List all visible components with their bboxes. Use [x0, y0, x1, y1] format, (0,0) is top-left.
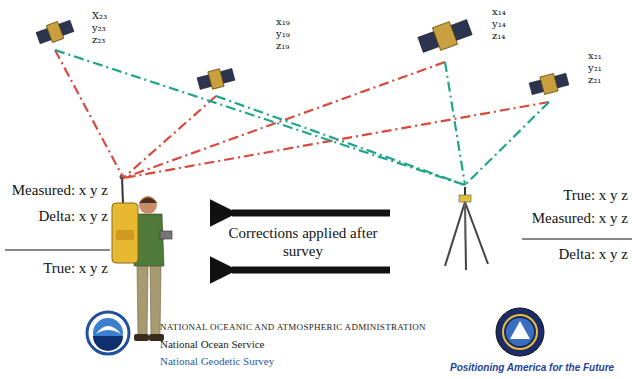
correction-arrow [232, 210, 390, 217]
arrow-caption: Corrections applied after survey [228, 224, 378, 260]
satellite-icon-part [540, 73, 558, 94]
ngs-logo-part [510, 321, 530, 339]
position-reading: Measured: x y z [518, 210, 628, 226]
text-holder: X₂₃ y₂₃ z₂₃ [92, 10, 93, 46]
noaa-logo [87, 312, 129, 354]
correction-arrow [232, 267, 390, 274]
tripod-station [445, 187, 488, 270]
ngs-logo-part [503, 315, 537, 349]
text-holder: x₂₁ y₂₁ z₂₁ [588, 50, 589, 86]
noaa-logo-part [93, 336, 123, 351]
ngs-logo-part [506, 318, 534, 346]
text-holder: x₁₄ y₁₄ z₁₄ [492, 6, 493, 42]
agency-name: NATIONAL OCEANIC AND ATMOSPHERIC ADMINIS… [160, 322, 426, 333]
satellite-icon-part [46, 21, 63, 42]
office-name: National Ocean Service [160, 338, 264, 351]
coordinate-label: X₂₃ y₂₃ z₂₃ [92, 10, 93, 46]
tripod-station-part [465, 202, 466, 270]
satellite-node: x₁₄ y₁₄ z₁₄ [417, 12, 473, 62]
coordinate-label: x₁₄ y₁₄ z₁₄ [492, 6, 493, 42]
base-signal-line [445, 62, 465, 185]
satellite-icon-part [432, 22, 457, 51]
base-signal-line [55, 50, 465, 185]
position-reading: Measured: x y z [1, 182, 108, 198]
tripod-station-part [465, 202, 466, 240]
tripod-station-part [465, 202, 488, 264]
tripod-station-part [459, 195, 471, 202]
text-holder: Measured: x y z Delta: x y z True: x y z [1, 182, 108, 276]
satellite-node: x₂₁ y₂₁ z₂₁ [529, 66, 569, 102]
position-reading: Delta: x y z [518, 246, 628, 262]
base-signal-line [465, 102, 549, 185]
surveyor-figure-part [122, 176, 123, 205]
satellite-icon [196, 66, 235, 93]
rover-signal-line [123, 62, 445, 178]
position-reading: Delta: x y z [1, 208, 108, 224]
satellite-node: X₂₃ y₂₃ z₂₃ [36, 14, 74, 50]
ngs-logo [496, 308, 544, 356]
receiver-node: Measured: x y z Delta: x y z True: x y z [3, 178, 175, 348]
tripod-station-part [445, 202, 465, 266]
sum-rule [522, 239, 632, 240]
noaa-logo-part [87, 312, 129, 354]
satellite-node: x₁₉ y₁₉ z₁₉ [197, 62, 235, 96]
office-name: National Geodetic Survey [160, 355, 274, 368]
satellite-icon [35, 17, 75, 46]
coordinate-label: x₂₁ y₂₁ z₂₁ [588, 50, 589, 86]
tripod-station-part [464, 187, 466, 196]
ngs-logo-part [496, 308, 544, 356]
motto: Positioning America for the Future [450, 362, 614, 374]
satellite-icon [528, 70, 569, 97]
position-reading: True: x y z [518, 187, 628, 203]
sum-rule [5, 250, 110, 251]
satellite-icon [416, 16, 473, 56]
surveyor-figure-part [116, 230, 134, 240]
surveyor-figure-part [139, 196, 157, 214]
satellite-icon-part [208, 69, 224, 89]
text-holder: True: x y z Measured: x y z Delta: x y z [518, 187, 628, 262]
surveyor-figure-part [134, 334, 149, 341]
surveyor-figure-part [112, 203, 138, 263]
noaa-logo-part [96, 326, 121, 334]
rover-signal-line [123, 96, 216, 178]
surveyor-figure-part [150, 265, 161, 336]
surveyor-figure-part [139, 198, 157, 204]
receiver-node: True: x y z Measured: x y z Delta: x y z [440, 185, 630, 275]
text-holder: x₁₉ y₁₉ z₁₉ [276, 16, 277, 52]
surveyor-figure-part [137, 265, 148, 336]
base-signal-line [216, 96, 465, 185]
surveyor-figure-part [160, 231, 172, 239]
coordinate-label: x₁₉ y₁₉ z₁₉ [276, 16, 277, 52]
position-reading: True: x y z [1, 260, 108, 276]
